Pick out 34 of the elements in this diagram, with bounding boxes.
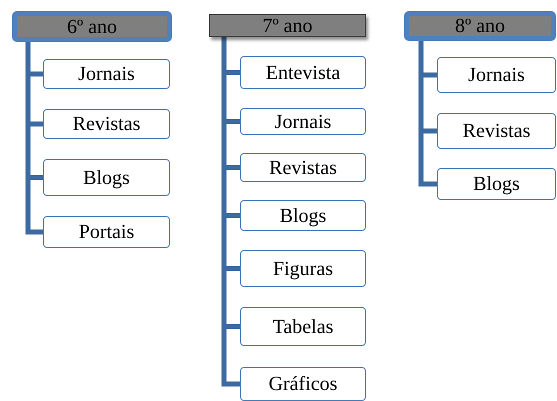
topic-box	[437, 113, 556, 149]
topic-box	[43, 216, 170, 248]
box-label: Jornais	[274, 112, 332, 132]
box-label: Revistas	[72, 114, 140, 134]
box-label: Gráficos	[268, 374, 338, 394]
topic-box	[240, 108, 366, 135]
box-label: Jornais	[78, 64, 135, 84]
box-label: 6º ano	[66, 16, 118, 36]
topic-box	[43, 159, 170, 196]
topic-box	[240, 307, 366, 346]
box-label: 7º ano	[262, 16, 313, 36]
box-label: Blogs	[83, 168, 130, 188]
box-label: Blogs	[473, 174, 520, 194]
topic-box	[43, 109, 170, 139]
box-label: Blogs	[280, 206, 326, 226]
topic-box	[240, 56, 366, 89]
box-label: 8º ano	[454, 16, 506, 36]
topic-box	[240, 367, 366, 401]
year-header-box	[209, 14, 366, 37]
topic-box	[437, 168, 556, 200]
box-label: Revistas	[269, 158, 337, 178]
box-label: Portais	[78, 222, 134, 242]
topic-box	[437, 57, 556, 93]
year-header-box	[12, 11, 172, 42]
topic-box	[43, 59, 170, 89]
box-label: Figuras	[273, 258, 333, 278]
topic-box	[240, 200, 366, 231]
box-label: Entevista	[266, 62, 340, 82]
box-label: Tabelas	[272, 316, 334, 336]
year-header-box	[404, 11, 556, 41]
topic-box	[240, 153, 366, 182]
topic-box	[240, 250, 366, 287]
box-label: Revistas	[462, 121, 530, 141]
box-label: Jornais	[468, 65, 525, 85]
